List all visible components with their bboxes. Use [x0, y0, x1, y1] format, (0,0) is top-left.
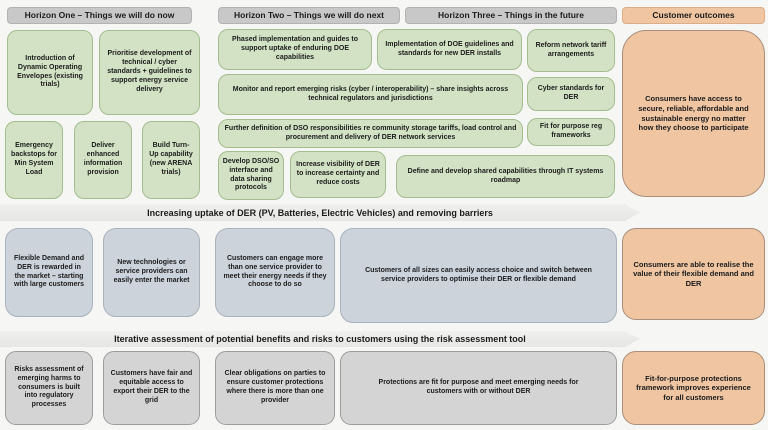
box-emergency-backstops: Emergency backstops for Min System Load: [5, 121, 63, 199]
box-flexible-demand-rewarded: Flexible Demand and DER is rewarded in t…: [5, 228, 93, 317]
box-protections-fit-purpose: Protections are fit for purpose and meet…: [340, 351, 617, 425]
box-doe-guidelines: Implementation of DOE guidelines and sta…: [377, 29, 522, 70]
box-dso-so-interface: Develop DSO/SO interface and data sharin…: [218, 151, 284, 200]
header-horizon-two: Horizon Two – Things we will do next: [218, 7, 400, 24]
box-engage-multiple-providers: Customers can engage more than one servi…: [215, 228, 335, 317]
box-risks-assessment: Risks assessment of emerging harms to co…: [5, 351, 93, 425]
band-increasing-uptake: Increasing uptake of DER (PV, Batteries,…: [0, 204, 640, 221]
box-fair-equitable-access: Customers have fair and equitable access…: [103, 351, 200, 425]
box-turn-up-capability: Build Turn-Up capability (new ARENA tria…: [142, 121, 200, 199]
band-iterative-assessment: Iterative assessment of potential benefi…: [0, 331, 640, 347]
box-enhanced-information: Deliver enhanced information provision: [74, 121, 132, 199]
box-dso-responsibilities: Further definition of DSO responsibiliti…: [218, 119, 523, 148]
box-cyber-standards-guidelines: Prioritise development of technical / cy…: [99, 30, 200, 115]
box-reform-network-tariff: Reform network tariff arrangements: [527, 29, 615, 72]
header-customer-outcomes: Customer outcomes: [622, 7, 765, 24]
box-monitor-emerging-risks: Monitor and report emerging risks (cyber…: [218, 74, 523, 115]
box-dynamic-operating-envelopes: Introduction of Dynamic Operating Envelo…: [7, 30, 93, 115]
box-phased-implementation: Phased implementation and guides to supp…: [218, 29, 372, 70]
header-horizon-one: Horizon One – Things we will do now: [7, 7, 192, 24]
box-new-technologies: New technologies or service providers ca…: [103, 228, 200, 317]
box-access-choice-switch: Customers of all sizes can easily access…: [340, 228, 617, 323]
outcome-realise-value: Consumers are able to realise the value …: [622, 228, 765, 320]
box-der-visibility: Increase visibility of DER to increase c…: [290, 151, 386, 198]
box-clear-obligations: Clear obligations on parties to ensure c…: [215, 351, 335, 425]
header-horizon-three: Horizon Three – Things in the future: [405, 7, 617, 24]
box-cyber-standards-der: Cyber standards for DER: [527, 77, 615, 111]
box-it-systems-roadmap: Define and develop shared capabilities t…: [396, 155, 615, 198]
outcome-access-secure-energy: Consumers have access to secure, reliabl…: [622, 30, 765, 197]
box-fit-for-purpose-reg: Fit for purpose reg frameworks: [527, 118, 615, 146]
outcome-protections-framework: Fit-for-purpose protections framework im…: [622, 351, 765, 425]
